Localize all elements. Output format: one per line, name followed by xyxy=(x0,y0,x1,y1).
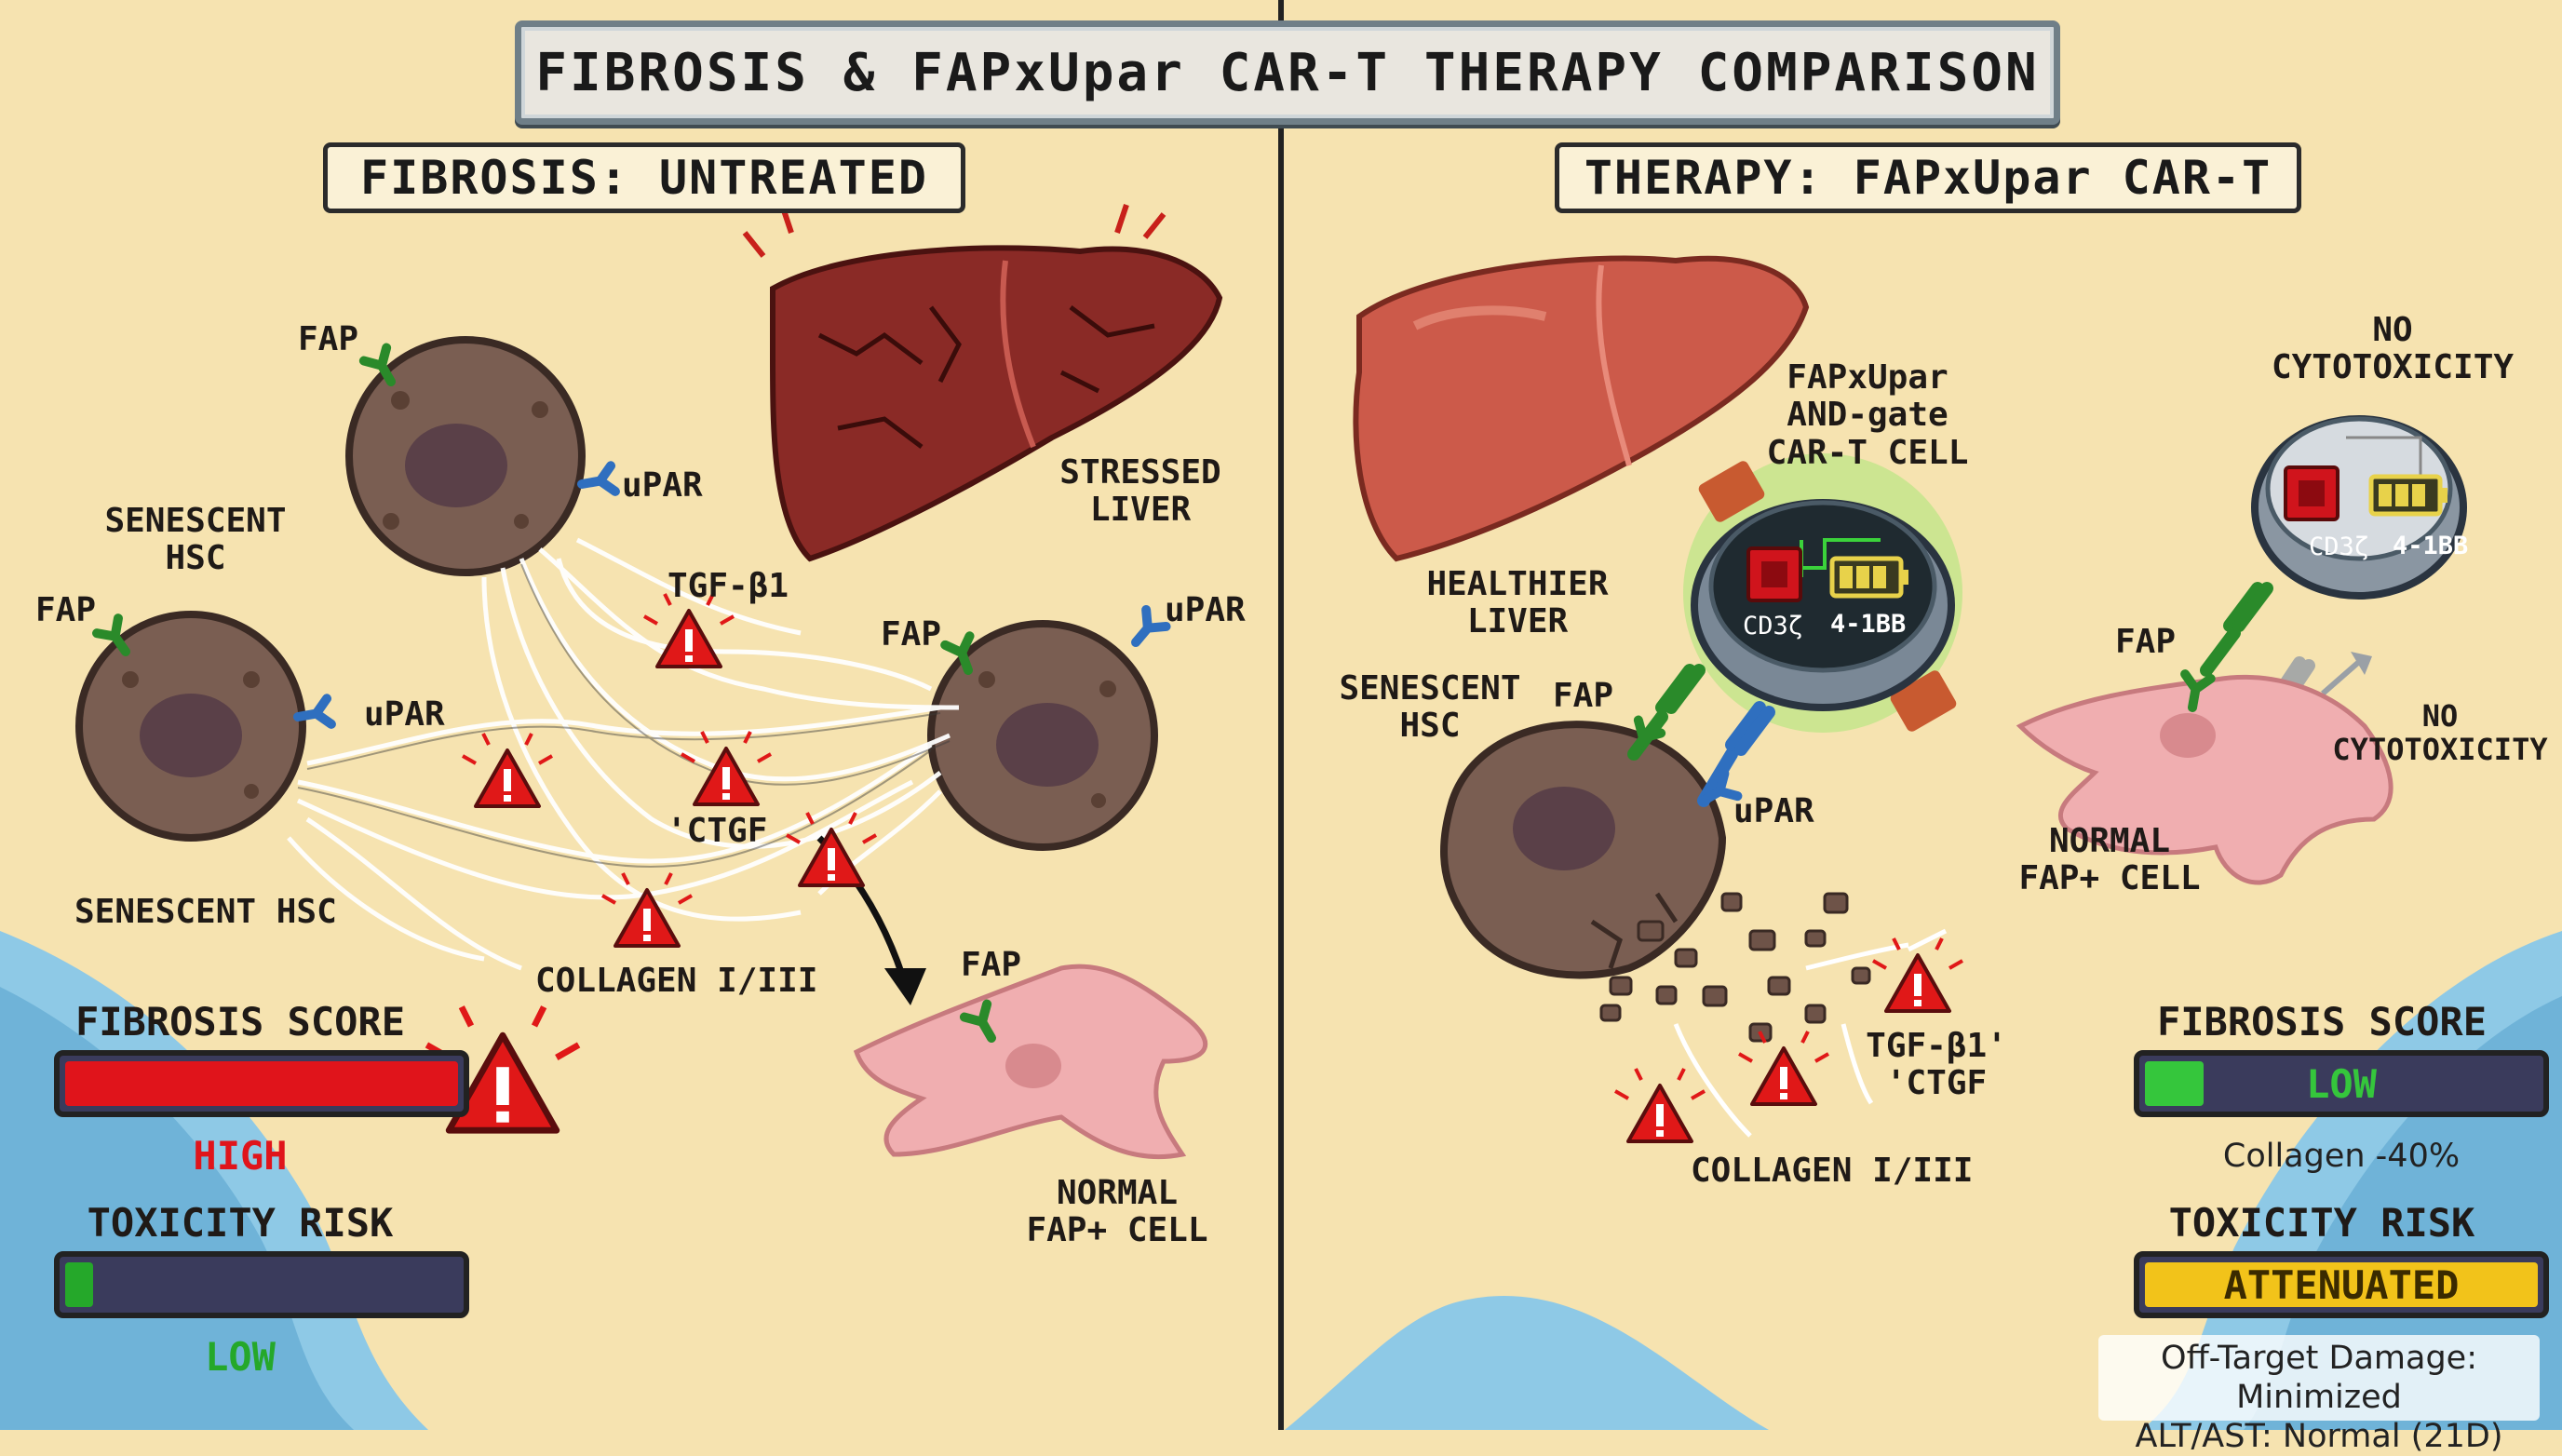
label-no-cytotoxicity: NO CYTOTOXICITY xyxy=(2332,698,2548,767)
cpu-chip-icon xyxy=(1746,546,1802,602)
label-tgf-b1: TGF-β1 xyxy=(667,567,789,605)
toxicity-risk-label: TOXICITY RISK xyxy=(87,1200,394,1246)
label-cd3z: CD3ζ xyxy=(2309,533,2370,561)
label-car-t-cell: FAPxUpar AND-gate CAR-T CELL xyxy=(1766,358,1969,472)
label-upar: uPAR xyxy=(622,466,703,505)
label-collagen: COLLAGEN I/III xyxy=(535,962,818,1000)
meter-text: ATTENUATED xyxy=(2223,1261,2460,1308)
toxicity-risk-meter xyxy=(54,1251,469,1318)
senescent-hsc-cell-top xyxy=(345,336,586,576)
label-tgf-ctgf: TGF-β1' 'CTGF xyxy=(1866,1027,2007,1103)
warning-icon xyxy=(1613,1067,1706,1143)
senescent-hsc-cell-left xyxy=(75,611,306,842)
and-gate-car-t-cell xyxy=(1683,453,1962,733)
meter-fill xyxy=(2145,1262,2538,1307)
label-stressed-liver: STRESSED LIVER xyxy=(1059,453,1221,530)
fibrosis-score-value: HIGH xyxy=(193,1133,288,1179)
label-fap: FAP xyxy=(35,591,97,629)
meter-fill xyxy=(65,1262,93,1307)
cpu-chip-icon xyxy=(2284,465,2340,521)
warning-icon xyxy=(680,730,773,806)
stressed-liver xyxy=(742,204,1223,562)
footer-line-2: ALT/AST: Normal (21D) xyxy=(2135,1418,2503,1455)
right-section-heading: THERAPY: FAPxUpar CAR-T xyxy=(1555,142,2301,213)
label-fap: FAP xyxy=(961,946,1022,984)
warning-icon xyxy=(1737,1030,1830,1106)
inactive-car-t-cell xyxy=(2251,415,2467,600)
footer-line-1: Off-Target Damage: Minimized xyxy=(2161,1340,2477,1416)
label-fap: FAP xyxy=(1553,677,1614,715)
battery-icon xyxy=(2371,477,2447,514)
collagen-fibers xyxy=(287,537,960,971)
label-cd3z: CD3ζ xyxy=(1743,612,1804,640)
label-senescent-hsc: SENESCENT HSC xyxy=(74,893,337,931)
fibrosis-score-label: FIBROSIS SCORE xyxy=(2156,999,2487,1045)
page-title: FIBROSIS & FAPxUpar CAR-T THERAPY COMPAR… xyxy=(535,42,2040,103)
label-healthier-liver: HEALTHIER LIVER xyxy=(1426,565,1609,641)
left-section-heading: FIBROSIS: UNTREATED xyxy=(323,142,965,213)
label-upar: uPAR xyxy=(364,695,445,734)
label-normal-fap-cell: NORMAL FAP+ CELL xyxy=(1026,1174,1208,1250)
fibrosis-score-label: FIBROSIS SCORE xyxy=(74,999,405,1045)
footer-note: Off-Target Damage: Minimized ALT/AST: No… xyxy=(2098,1335,2540,1455)
collagen-note: Collagen -40% xyxy=(2222,1138,2461,1175)
title-banner: FIBROSIS & FAPxUpar CAR-T THERAPY COMPAR… xyxy=(515,20,2060,125)
label-ctgf: 'CTGF xyxy=(667,812,768,850)
left-heading-text: FIBROSIS: UNTREATED xyxy=(360,151,928,205)
senescent-hsc-cell-right xyxy=(927,620,1158,851)
label-normal-fap-cell: NORMAL FAP+ CELL xyxy=(2018,822,2201,898)
label-upar: uPAR xyxy=(1165,591,1246,629)
normal-fap-cell-right xyxy=(2016,675,2393,885)
label-collagen: COLLAGEN I/III xyxy=(1691,1152,1974,1190)
fibrosis-score-meter: LOW xyxy=(2134,1050,2549,1117)
toxicity-risk-label: TOXICITY RISK xyxy=(2168,1200,2475,1246)
label-senescent-hsc: SENESCENT HSC xyxy=(104,502,287,578)
label-fap: FAP xyxy=(298,320,359,358)
toxicity-risk-meter: ATTENUATED xyxy=(2134,1251,2549,1318)
battery-icon xyxy=(1832,559,1908,596)
meter-fill xyxy=(2145,1061,2204,1106)
fibrosis-score-meter xyxy=(54,1050,469,1117)
label-no-cytotoxicity: NO CYTOTOXICITY xyxy=(2271,311,2515,387)
label-4-1bb: 4-1BB xyxy=(2393,532,2469,560)
label-upar: uPAR xyxy=(1733,792,1814,830)
meter-text: LOW xyxy=(2306,1060,2377,1107)
warning-icon xyxy=(461,732,554,808)
healthier-liver xyxy=(1353,255,1810,562)
label-senescent-hsc: SENESCENT HSC xyxy=(1339,669,1521,746)
label-4-1bb: 4-1BB xyxy=(1830,610,1907,639)
senescent-hsc-cell-lysed xyxy=(1440,721,1727,979)
toxicity-risk-value: LOW xyxy=(205,1334,276,1380)
label-fap: FAP xyxy=(881,615,942,654)
meter-fill xyxy=(65,1061,458,1106)
label-fap: FAP xyxy=(2115,623,2177,661)
right-heading-text: THERAPY: FAPxUpar CAR-T xyxy=(1584,151,2272,205)
